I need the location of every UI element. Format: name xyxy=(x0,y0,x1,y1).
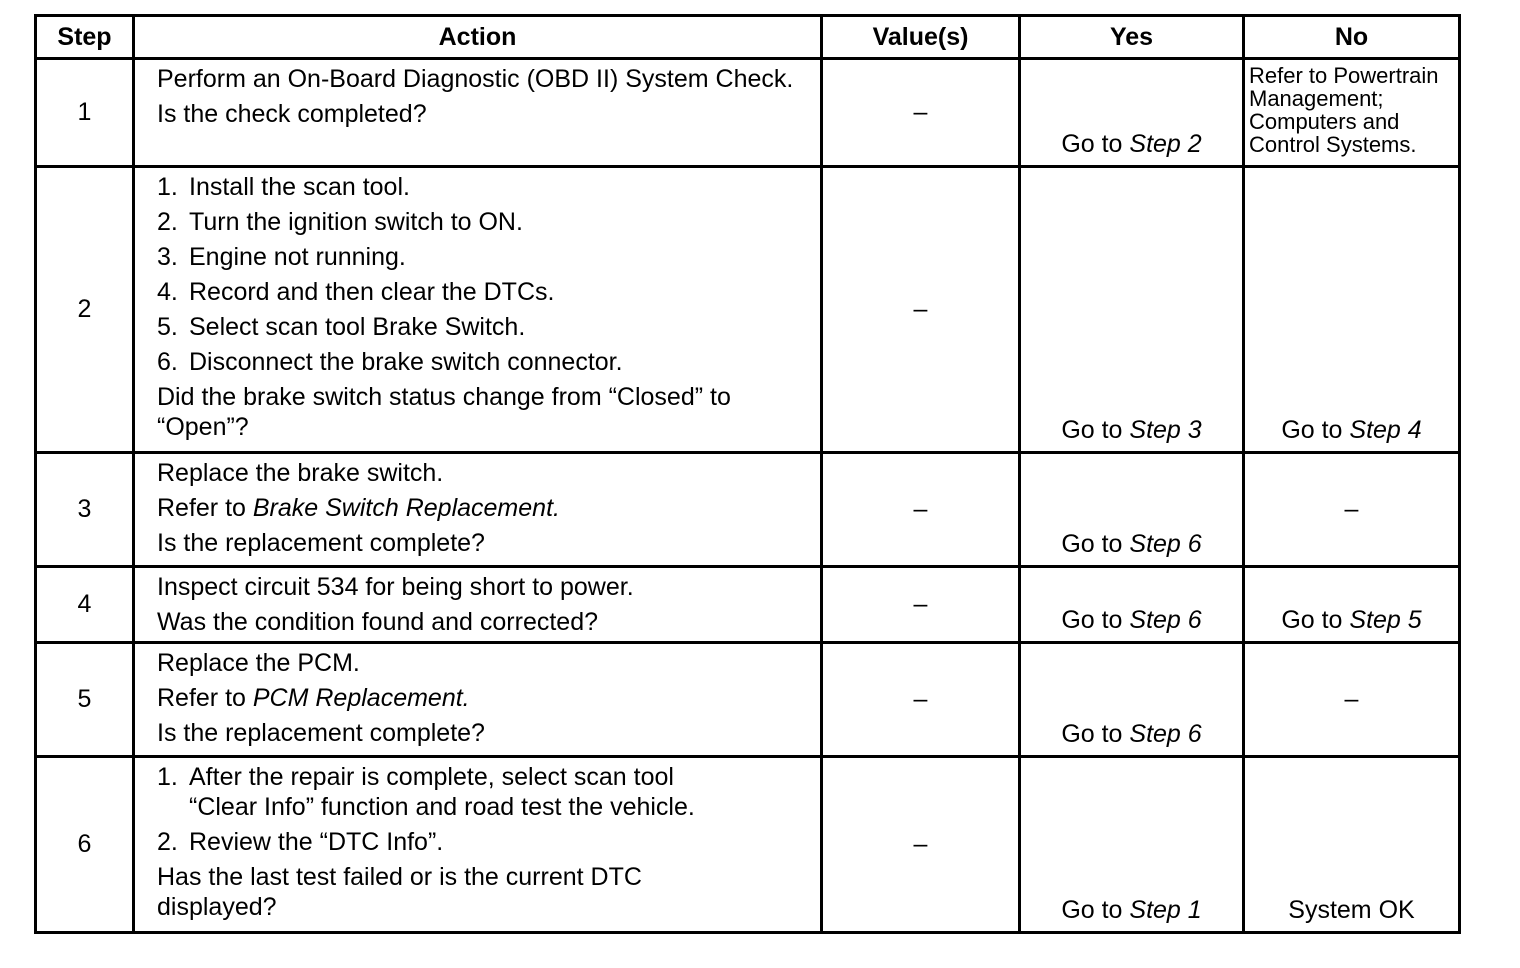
yes-step-link: Step 6 xyxy=(1129,530,1202,558)
list-item: 1.After the repair is complete, select s… xyxy=(157,763,674,791)
no-cell: Go to Step 5 xyxy=(1242,565,1461,644)
action-reference: Refer to Brake Switch Replacement. xyxy=(157,494,560,522)
yes-step-link: Step 3 xyxy=(1129,416,1202,444)
action-cell: Replace the PCM. Refer to PCM Replacemen… xyxy=(132,641,823,758)
list-item: 1.Install the scan tool. xyxy=(157,173,410,201)
action-question: Has the last test failed or is the curre… xyxy=(157,863,642,921)
list-item: 4.Record and then clear the DTCs. xyxy=(157,278,555,306)
table-row: 3 Replace the brake switch. Refer to Bra… xyxy=(34,451,1461,568)
step-number: 5 xyxy=(34,641,135,758)
header-yes: Yes xyxy=(1018,14,1245,60)
action-text: Perform an On-Board Diagnostic (OBD II) … xyxy=(157,65,794,93)
table-row: 6 1.After the repair is complete, select… xyxy=(34,755,1461,934)
action-question: Did the brake switch status change from … xyxy=(157,383,731,441)
action-question: Was the condition found and corrected? xyxy=(157,608,599,636)
action-question: Is the replacement complete? xyxy=(157,529,485,557)
yes-cell: Go to Step 2 xyxy=(1018,57,1245,168)
step-number: 4 xyxy=(34,565,135,644)
table-row: 5 Replace the PCM. Refer to PCM Replacem… xyxy=(34,641,1461,758)
no-step-link: Step 4 xyxy=(1349,416,1422,444)
table-row: 1 Perform an On-Board Diagnostic (OBD II… xyxy=(34,57,1461,168)
header-row: Step Action Value(s) Yes No xyxy=(34,14,1461,60)
list-item: 2.Review the “DTC Info”. xyxy=(157,828,444,856)
action-cell: Perform an On-Board Diagnostic (OBD II) … xyxy=(132,57,823,168)
yes-prefix: Go to xyxy=(1061,896,1130,924)
yes-prefix: Go to xyxy=(1061,416,1130,444)
header-values: Value(s) xyxy=(820,14,1021,60)
action-text: Inspect circuit 534 for being short to p… xyxy=(157,573,634,601)
header-no: No xyxy=(1242,14,1461,60)
list-item: 6.Disconnect the brake switch connector. xyxy=(157,348,623,376)
value-cell: – xyxy=(820,451,1021,568)
list-item-continuation: “Clear Info” function and road test the … xyxy=(189,793,695,821)
list-item: 5.Select scan tool Brake Switch. xyxy=(157,313,526,341)
yes-cell: Go to Step 6 xyxy=(1018,451,1245,568)
yes-cell: Go to Step 6 xyxy=(1018,641,1245,758)
yes-cell: Go to Step 3 xyxy=(1018,165,1245,454)
yes-prefix: Go to xyxy=(1061,720,1130,748)
yes-step-link: Step 6 xyxy=(1129,720,1202,748)
list-item: 2.Turn the ignition switch to ON. xyxy=(157,208,523,236)
header-step: Step xyxy=(34,14,135,60)
yes-prefix: Go to xyxy=(1061,606,1130,634)
no-cell: Go to Step 4 xyxy=(1242,165,1461,454)
diagnostic-table: Step Action Value(s) Yes No 1 Perform an… xyxy=(34,14,1461,934)
yes-step-link: Step 1 xyxy=(1129,896,1202,924)
value-cell: – xyxy=(820,755,1021,934)
list-item: 3.Engine not running. xyxy=(157,243,406,271)
value-cell: – xyxy=(820,57,1021,168)
action-cell: Inspect circuit 534 for being short to p… xyxy=(132,565,823,644)
no-cell: – xyxy=(1242,451,1461,568)
yes-cell: Go to Step 1 xyxy=(1018,755,1245,934)
no-cell: System OK xyxy=(1242,755,1461,934)
action-text: Replace the brake switch. xyxy=(157,459,444,487)
step-number: 2 xyxy=(34,165,135,454)
action-reference: Refer to PCM Replacement. xyxy=(157,684,470,712)
step-number: 6 xyxy=(34,755,135,934)
action-cell: 1.Install the scan tool. 2.Turn the igni… xyxy=(132,165,823,454)
action-question: Is the replacement complete? xyxy=(157,719,485,747)
no-prefix: Go to xyxy=(1281,416,1350,444)
no-cell: – xyxy=(1242,641,1461,758)
yes-step-link: Step 6 xyxy=(1129,606,1202,634)
no-cell: Refer to Powertrain Management; Computer… xyxy=(1242,57,1461,168)
step-number: 3 xyxy=(34,451,135,568)
yes-cell: Go to Step 6 xyxy=(1018,565,1245,644)
action-question: Is the check completed? xyxy=(157,100,427,128)
value-cell: – xyxy=(820,565,1021,644)
no-step-link: Step 5 xyxy=(1349,606,1422,634)
yes-prefix: Go to xyxy=(1061,530,1130,558)
table-row: 4 Inspect circuit 534 for being short to… xyxy=(34,565,1461,644)
action-cell: 1.After the repair is complete, select s… xyxy=(132,755,823,934)
no-prefix: Go to xyxy=(1281,606,1350,634)
yes-step-link: Step 2 xyxy=(1129,130,1202,158)
yes-prefix: Go to xyxy=(1061,130,1130,158)
header-action: Action xyxy=(132,14,823,60)
value-cell: – xyxy=(820,165,1021,454)
table-row: 2 1.Install the scan tool. 2.Turn the ig… xyxy=(34,165,1461,454)
action-text: Replace the PCM. xyxy=(157,649,360,677)
value-cell: – xyxy=(820,641,1021,758)
action-cell: Replace the brake switch. Refer to Brake… xyxy=(132,451,823,568)
step-number: 1 xyxy=(34,57,135,168)
